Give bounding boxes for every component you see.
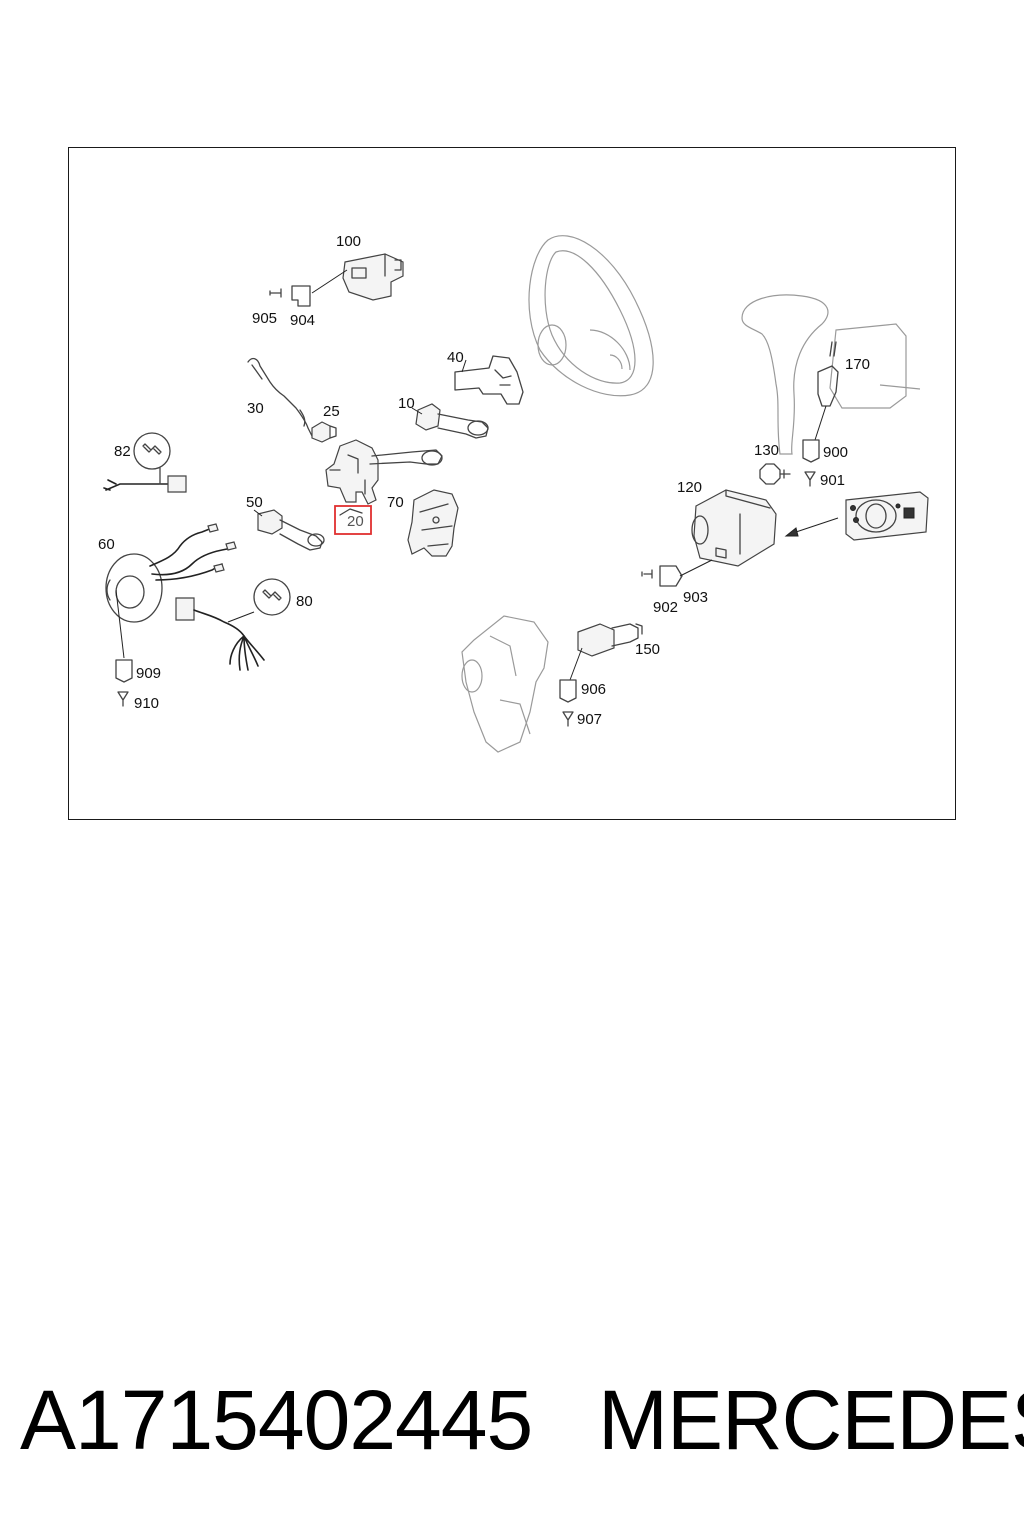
part-150-sensor[interactable] — [569, 623, 643, 681]
part-30-lever[interactable] — [247, 357, 313, 437]
part-909-plug — [115, 659, 133, 683]
label-100: 100 — [336, 233, 361, 250]
part-20-combination-switch[interactable] — [325, 439, 443, 516]
part-120-light-switch[interactable] — [691, 489, 777, 567]
part-100-connector[interactable] — [311, 253, 404, 301]
label-910: 910 — [134, 695, 159, 712]
label-20: 20 — [347, 513, 364, 530]
part-130-bolt[interactable] — [759, 463, 791, 485]
label-50: 50 — [246, 494, 263, 511]
label-906: 906 — [581, 681, 606, 698]
part-82-repair-tool[interactable] — [103, 432, 187, 493]
part-number: A1715402445 — [20, 1373, 533, 1467]
label-130: 130 — [754, 442, 779, 459]
label-10: 10 — [398, 395, 415, 412]
label-902: 902 — [653, 599, 678, 616]
part-900-plug — [802, 439, 820, 463]
part-905-screw — [269, 288, 282, 298]
arrow-icon — [784, 517, 839, 537]
label-70: 70 — [387, 494, 404, 511]
label-900: 900 — [823, 444, 848, 461]
part-70-bracket[interactable] — [407, 489, 459, 557]
gear-lever-assembly — [741, 294, 921, 455]
label-907: 907 — [577, 711, 602, 728]
label-40: 40 — [447, 349, 464, 366]
diagram-frame — [68, 147, 956, 820]
label-60: 60 — [98, 536, 115, 553]
label-120: 120 — [677, 479, 702, 496]
highlight-box[interactable] — [334, 505, 372, 535]
label-909: 909 — [136, 665, 161, 682]
steering-column-housing — [461, 615, 549, 753]
label-82: 82 — [114, 443, 131, 460]
label-170: 170 — [845, 356, 870, 373]
label-80: 80 — [296, 593, 313, 610]
bottom-caption: A1715402445 MERCEDES — [0, 1370, 1024, 1470]
part-60-clock-spring[interactable] — [105, 523, 237, 659]
part-25-bulb[interactable] — [311, 421, 337, 443]
part-50-switch[interactable] — [253, 509, 325, 551]
part-40-bracket[interactable] — [454, 355, 524, 405]
label-903: 903 — [683, 589, 708, 606]
headlight-switch-face — [845, 491, 929, 541]
part-904-plug — [291, 285, 311, 307]
part-80-repair-tool[interactable] — [175, 578, 291, 671]
label-904: 904 — [290, 312, 315, 329]
brand-name: MERCEDES — [598, 1373, 1024, 1467]
label-25: 25 — [323, 403, 340, 420]
part-910-clip — [117, 691, 129, 707]
steering-wheel — [528, 235, 654, 397]
part-906-plug — [559, 679, 577, 703]
label-30: 30 — [247, 400, 264, 417]
label-150: 150 — [635, 641, 660, 658]
label-901: 901 — [820, 472, 845, 489]
part-170-switch[interactable] — [814, 341, 839, 441]
part-901-clip — [804, 471, 816, 487]
part-10-switch[interactable] — [411, 403, 489, 439]
part-907-clip — [562, 711, 574, 727]
part-902-screw — [641, 569, 653, 579]
label-905: 905 — [252, 310, 277, 327]
part-903-plug — [659, 559, 713, 587]
